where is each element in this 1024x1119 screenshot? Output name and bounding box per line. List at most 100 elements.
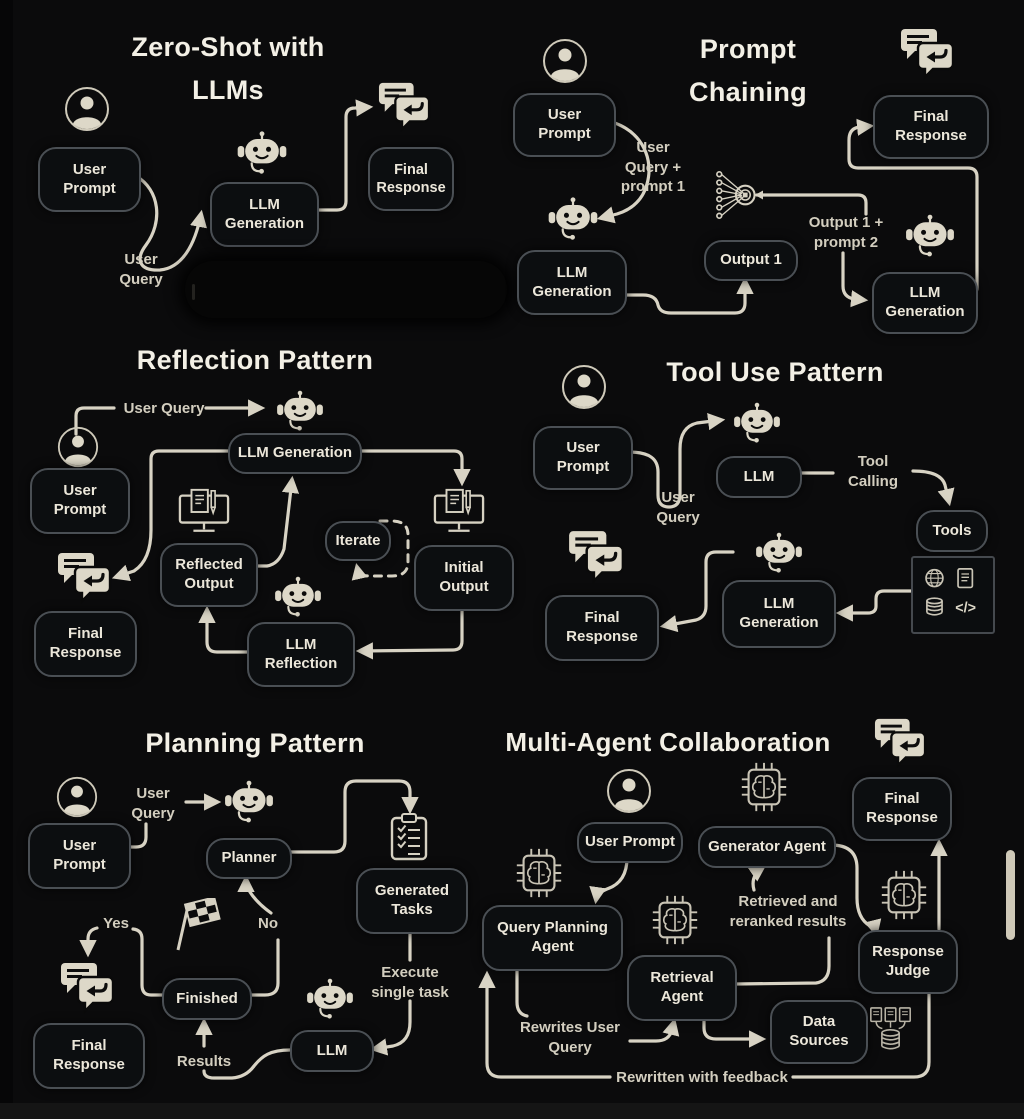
connector-path bbox=[829, 843, 882, 938]
label-user-query-prompt-1: User Query + prompt 1 bbox=[620, 139, 686, 195]
connector-path bbox=[237, 874, 273, 915]
robot-icon bbox=[270, 576, 326, 620]
label-user-query: User Query bbox=[119, 251, 163, 288]
node-reflected-output: Reflected Output bbox=[160, 543, 258, 607]
connector-path bbox=[356, 449, 471, 487]
robot-icon bbox=[233, 130, 291, 178]
label-output-1-prompt-2: Output 1 + prompt 2 bbox=[808, 214, 884, 251]
chip-icon bbox=[878, 868, 930, 922]
multi-agent-arrows bbox=[478, 838, 948, 1079]
node-llm: LLM bbox=[716, 456, 802, 498]
node-user-prompt: User Prompt bbox=[30, 468, 130, 534]
chat-icon bbox=[898, 26, 956, 80]
node-query-planning-agent: Query Planning Agent bbox=[482, 905, 623, 971]
connector-path bbox=[369, 999, 412, 1056]
node-initial-output: Initial Output bbox=[414, 545, 514, 611]
prompt-chaining-title: Prompt Chaining bbox=[689, 34, 807, 108]
node-generated-tasks: Generated Tasks bbox=[356, 868, 468, 934]
robot-icon bbox=[544, 196, 602, 244]
connector-path bbox=[286, 779, 419, 854]
connector-path bbox=[755, 193, 868, 216]
connector-path bbox=[111, 449, 230, 582]
monitor-doc-icon bbox=[433, 486, 485, 538]
person-icon bbox=[606, 768, 652, 814]
tools-detail-box bbox=[911, 556, 995, 634]
scrollbar-thumb[interactable] bbox=[1006, 850, 1015, 940]
connector-path bbox=[659, 550, 735, 633]
node-llm: LLM bbox=[290, 1030, 374, 1072]
node-user-prompt: User Prompt bbox=[513, 93, 616, 157]
connector-path bbox=[911, 469, 955, 507]
node-final-response: Final Response bbox=[368, 147, 454, 211]
planning-title: Planning Pattern bbox=[145, 728, 365, 758]
planning-arrows bbox=[79, 779, 419, 1080]
label-user-query: User Query bbox=[656, 489, 700, 526]
node-final-response: Final Response bbox=[852, 777, 952, 841]
node-generator-agent: Generator Agent bbox=[698, 826, 836, 868]
robot-icon bbox=[272, 390, 328, 434]
zero-shot-title: Zero-Shot with LLMs bbox=[131, 32, 325, 106]
tools-grid-icon bbox=[921, 565, 985, 625]
redacted-watermark bbox=[185, 261, 507, 318]
label-user-query: User Query bbox=[123, 400, 205, 417]
label-no: No bbox=[258, 915, 278, 932]
node-llm-reflection: LLM Reflection bbox=[247, 622, 355, 687]
node-final-response: Final Response bbox=[545, 595, 659, 661]
iterate-loop bbox=[351, 519, 410, 581]
connector-path bbox=[747, 864, 767, 892]
multi-agent-title: Multi-Agent Collaboration bbox=[505, 727, 831, 757]
node-retrieval-agent: Retrieval Agent bbox=[627, 955, 737, 1021]
label-yes: Yes bbox=[103, 915, 129, 932]
connector-path bbox=[246, 938, 280, 997]
chat-icon bbox=[58, 960, 116, 1014]
clipboard-icon bbox=[388, 812, 430, 862]
chip-icon bbox=[513, 846, 565, 900]
connector-path bbox=[125, 822, 148, 849]
connector-path bbox=[626, 413, 726, 509]
connector-path bbox=[79, 926, 99, 958]
bottom-edge bbox=[0, 1103, 1024, 1119]
label-execute-single-task: Execute single task bbox=[371, 964, 449, 1001]
left-edge bbox=[0, 0, 13, 1119]
node-tools: Tools bbox=[916, 510, 988, 552]
person-icon bbox=[56, 776, 98, 818]
node-final-response: Final Response bbox=[33, 1023, 145, 1089]
node-final-response: Final Response bbox=[34, 611, 137, 677]
node-response-judge: Response Judge bbox=[858, 930, 958, 994]
connector-path bbox=[621, 276, 754, 315]
robot-icon bbox=[750, 532, 808, 576]
node-data-sources: Data Sources bbox=[770, 1000, 868, 1064]
connector-path bbox=[251, 475, 300, 568]
chat-icon bbox=[376, 80, 432, 132]
connector-path bbox=[355, 605, 464, 660]
node-llm-generation: LLM Generation bbox=[722, 580, 836, 648]
node-llm-generation-2: LLM Generation bbox=[872, 272, 978, 334]
person-icon bbox=[64, 86, 110, 132]
connector-path bbox=[74, 406, 116, 436]
connector-path bbox=[835, 589, 913, 622]
label-retrieved-reranked: Retrieved and reranked results bbox=[729, 893, 847, 930]
label-tool-calling: Tool Calling bbox=[847, 453, 898, 490]
monitor-doc-icon bbox=[178, 486, 230, 538]
label-user-query: User Query bbox=[131, 785, 175, 822]
reflection-title: Reflection Pattern bbox=[136, 345, 374, 375]
connector-path bbox=[134, 174, 208, 272]
connector-path bbox=[131, 927, 164, 997]
node-output-1: Output 1 bbox=[704, 240, 798, 281]
robot-icon bbox=[220, 780, 278, 826]
chip-icon bbox=[648, 893, 702, 947]
label-rewritten-with-feedback: Rewritten with feedback bbox=[616, 1069, 788, 1086]
connector-path bbox=[841, 251, 869, 308]
connector-path bbox=[198, 605, 249, 654]
connector-path bbox=[628, 1017, 680, 1043]
connector-path bbox=[791, 985, 931, 1079]
connector-path bbox=[313, 99, 374, 212]
node-llm-generation: LLM Generation bbox=[228, 433, 362, 474]
node-final-response: Final Response bbox=[873, 95, 989, 159]
connector-path bbox=[702, 1016, 767, 1048]
node-llm-generation: LLM Generation bbox=[210, 182, 319, 247]
chat-icon bbox=[872, 716, 928, 768]
connector-path bbox=[596, 120, 651, 224]
person-icon bbox=[57, 426, 99, 468]
